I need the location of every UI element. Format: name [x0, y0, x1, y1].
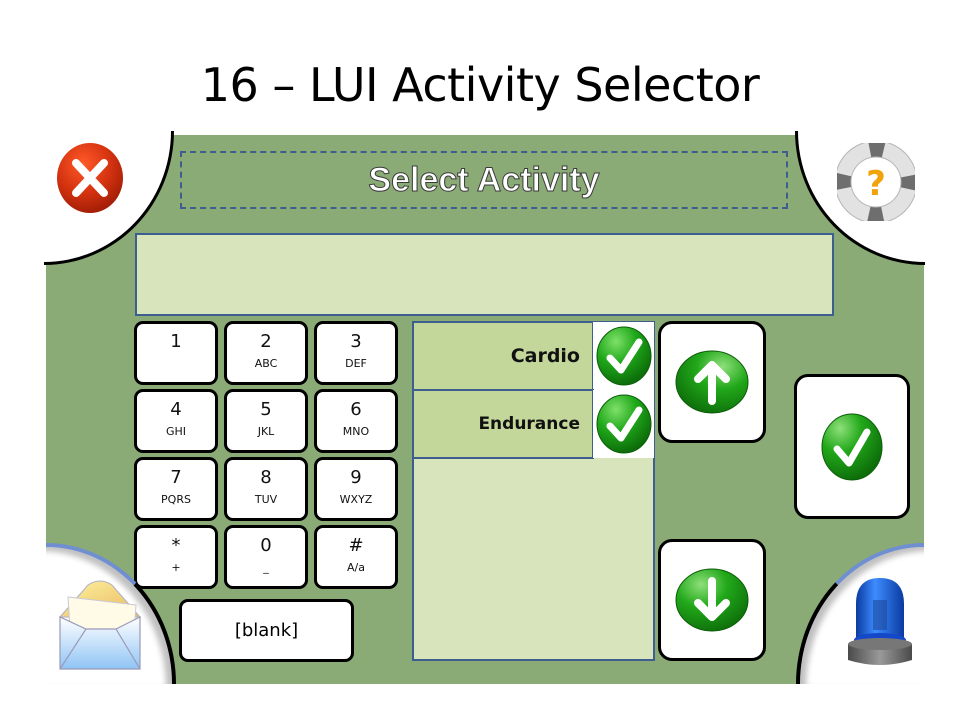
screen-title: Select Activity — [368, 160, 600, 199]
check-icon — [596, 394, 651, 454]
screen-header: Select Activity — [180, 151, 788, 209]
key-digit: 4 — [170, 399, 182, 420]
key-digit: 5 — [260, 399, 272, 420]
key-digit: # — [348, 535, 364, 556]
arrow-up-icon — [675, 350, 749, 414]
key-letters: GHI — [165, 425, 187, 438]
activity-check-cardio[interactable] — [593, 322, 654, 390]
key-digit: 1 — [170, 331, 182, 352]
key-digit: 0 — [260, 535, 272, 556]
alert-button[interactable] — [846, 574, 914, 670]
blank-key[interactable]: [blank] — [179, 599, 354, 662]
scroll-up-button[interactable] — [658, 321, 766, 443]
envelope-icon — [58, 580, 142, 670]
keypad-key-0[interactable]: 0_ — [224, 525, 308, 589]
activity-check-endurance[interactable] — [593, 390, 654, 458]
confirm-button[interactable] — [794, 374, 910, 519]
key-digit: * — [171, 535, 181, 556]
key-digit: 3 — [350, 331, 362, 352]
check-icon — [821, 413, 883, 480]
key-digit: 7 — [170, 467, 182, 488]
activity-item-cardio[interactable]: Cardio — [412, 321, 594, 391]
activity-search-input[interactable] — [135, 233, 834, 316]
key-letters: WXYZ — [339, 493, 373, 506]
key-letters: A/a — [347, 561, 365, 574]
help-lifebuoy-icon: ? — [834, 140, 918, 224]
check-icon — [596, 326, 651, 386]
close-icon — [57, 143, 123, 213]
slide-title: 16 – LUI Activity Selector — [200, 58, 760, 112]
key-letters: _ — [263, 561, 269, 574]
scroll-down-button[interactable] — [658, 539, 766, 661]
messages-button[interactable] — [58, 577, 142, 671]
key-letters: DEF — [345, 357, 367, 370]
help-button[interactable]: ? — [834, 140, 918, 224]
key-letters: ABC — [254, 357, 278, 370]
key-digit: 2 — [260, 331, 272, 352]
keypad-key-1[interactable]: 1 — [134, 321, 218, 385]
key-digit: 9 — [350, 467, 362, 488]
keypad-key-hash[interactable]: # A/a — [314, 525, 398, 589]
keypad-key-star[interactable]: *+ — [134, 525, 218, 589]
key-letters: TUV — [254, 493, 278, 506]
key-letters: PQRS — [161, 493, 191, 506]
close-button[interactable] — [55, 141, 125, 215]
key-letters: JKL — [257, 425, 275, 438]
alarm-beacon-icon — [848, 578, 912, 665]
activity-item-endurance[interactable]: Endurance — [412, 389, 594, 459]
arrow-down-icon — [675, 568, 749, 632]
key-letters: MNO — [342, 425, 370, 438]
svg-text:?: ? — [866, 164, 886, 204]
key-digit: 6 — [350, 399, 362, 420]
key-digit: 8 — [260, 467, 272, 488]
key-letters: + — [171, 561, 181, 574]
